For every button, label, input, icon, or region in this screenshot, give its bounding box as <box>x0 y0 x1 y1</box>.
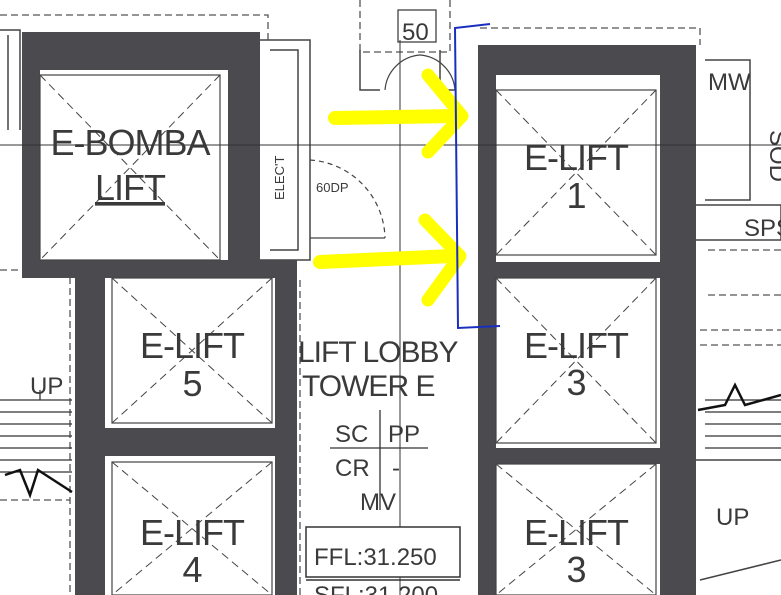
top-dimension-box <box>397 9 437 43</box>
lift-1-label-1: E-LIFT <box>524 137 629 178</box>
door-swing <box>309 54 456 239</box>
code-mv: MV <box>360 489 396 516</box>
mw-label: MW <box>708 69 751 96</box>
bomba-lift-label-1: E-BOMBA <box>50 122 210 163</box>
ffl-label: FFL:31.250 <box>314 544 437 571</box>
lift-4-label-1: E-LIFT <box>140 512 245 553</box>
lobby-label-1: LIFT LOBBY <box>298 336 459 369</box>
stair-left <box>0 390 73 499</box>
stair-left-label: UP <box>30 373 63 400</box>
stair-right-label: UP <box>716 504 749 531</box>
lift-3-label-2: 3 <box>566 362 585 403</box>
sod-label: SOD <box>764 130 781 182</box>
lift-5-label-1: E-LIFT <box>140 325 245 366</box>
lift-4-label-2: 4 <box>182 549 201 590</box>
blue-bracket <box>453 23 501 330</box>
code-dash: - <box>392 455 400 482</box>
grid-line <box>0 40 781 595</box>
bomba-lift-label-2: LIFT <box>95 167 166 208</box>
lift-5-label-2: 5 <box>182 363 201 404</box>
lift-3-label-1: E-LIFT <box>524 325 629 366</box>
elec-label: ELEC'T <box>272 156 287 200</box>
arrow-top-head <box>421 68 469 159</box>
lobby-label-2: TOWER E <box>302 370 434 403</box>
thin-outlines <box>0 29 781 581</box>
lift-3b-label-1: E-LIFT <box>524 512 629 553</box>
lift-crosses <box>39 74 657 595</box>
door-label: 60DP <box>316 180 349 195</box>
walls <box>22 32 696 595</box>
sps-label: SPS <box>744 215 781 242</box>
lift-1-label-2: 1 <box>566 175 585 216</box>
code-cross <box>330 410 428 510</box>
arrow-bottom-head <box>418 213 467 307</box>
ffl-box <box>305 526 461 581</box>
top-dimension-text: 50 <box>402 19 429 46</box>
stair-right <box>697 382 781 449</box>
sfl-label: SFL:31.200 <box>314 582 438 595</box>
code-sc: SC <box>335 421 368 448</box>
arrow-top-shaft <box>328 109 462 125</box>
yellow-annotations <box>313 68 469 307</box>
arrow-bottom-shaft <box>313 249 459 269</box>
lift-3b-label-2: 3 <box>566 549 585 590</box>
code-pp: PP <box>388 421 420 448</box>
code-cr: CR <box>335 455 370 482</box>
